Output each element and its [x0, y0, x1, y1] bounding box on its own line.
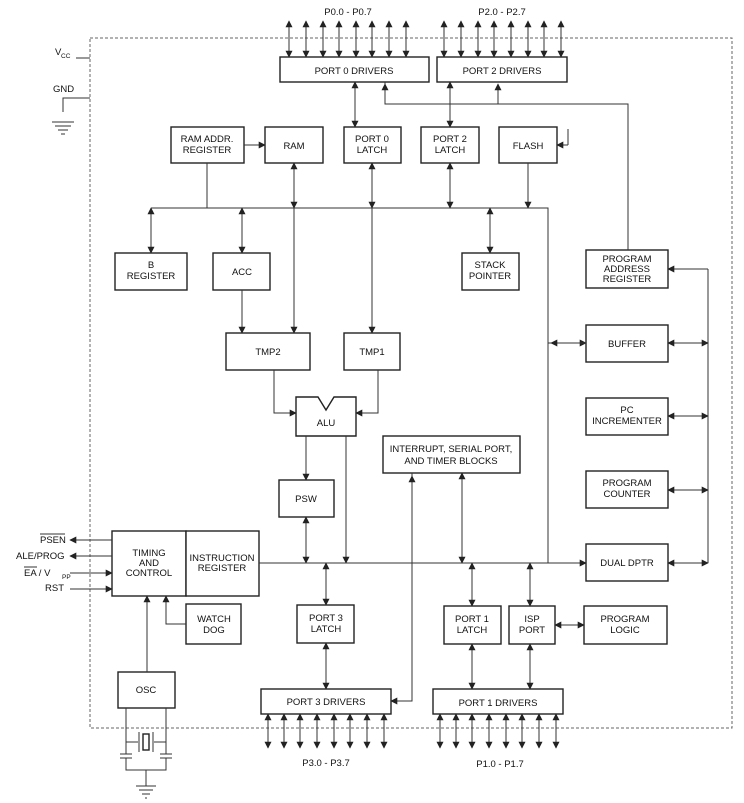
- svg-text:PC: PC: [620, 405, 633, 416]
- acc-block: ACC: [212, 252, 271, 291]
- svg-text:ISP: ISP: [524, 614, 539, 625]
- svg-text:PORT 1: PORT 1: [455, 614, 489, 625]
- svg-text:ADDRESS: ADDRESS: [604, 264, 650, 275]
- p2-pin-label: P2.0 - P2.7: [478, 7, 526, 18]
- svg-text:PORT 3: PORT 3: [309, 613, 343, 624]
- chip-boundary: [89, 37, 733, 729]
- stack-pointer-block: STACK POINTER: [461, 252, 520, 291]
- svg-text:OSC: OSC: [136, 685, 157, 696]
- svg-text:EA / V: EA / V: [24, 568, 51, 579]
- dual-dptr-block: DUAL DPTR: [585, 543, 669, 582]
- ale-prog-label: ALE/PROG: [16, 551, 65, 562]
- svg-text:V: V: [55, 47, 62, 58]
- svg-text:LATCH: LATCH: [311, 624, 342, 635]
- svg-text:PSW: PSW: [295, 494, 317, 505]
- program-counter-block: PROGRAM COUNTER: [585, 470, 669, 509]
- svg-text:AND: AND: [139, 558, 159, 569]
- port3-latch-block: PORT 3 LATCH: [296, 604, 355, 644]
- watchdog-block: WATCH DOG: [185, 603, 242, 645]
- connections: [52, 20, 709, 799]
- p0-pin-label: P0.0 - P0.7: [324, 7, 372, 18]
- svg-text:INTERRUPT, SERIAL PORT,: INTERRUPT, SERIAL PORT,: [390, 444, 512, 455]
- pc-incrementer-block: PC INCREMENTER: [585, 397, 669, 436]
- svg-text:TMP2: TMP2: [255, 347, 280, 358]
- svg-text:PORT: PORT: [519, 625, 545, 636]
- svg-text:PORT 2: PORT 2: [433, 134, 467, 145]
- svg-text:PROGRAM: PROGRAM: [602, 478, 651, 489]
- svg-text:LATCH: LATCH: [457, 625, 488, 636]
- svg-text:LOGIC: LOGIC: [610, 625, 640, 636]
- svg-text:REGISTER: REGISTER: [127, 271, 176, 282]
- svg-text:STACK: STACK: [475, 260, 507, 271]
- svg-text:FLASH: FLASH: [513, 141, 544, 152]
- alu-block: ALU: [295, 396, 357, 437]
- svg-text:AND TIMER BLOCKS: AND TIMER BLOCKS: [404, 456, 497, 467]
- b-register-block: B REGISTER: [114, 252, 188, 291]
- svg-text:BUFFER: BUFFER: [608, 339, 646, 350]
- svg-text:POINTER: POINTER: [469, 271, 511, 282]
- psw-block: PSW: [278, 479, 335, 518]
- svg-text:TIMING: TIMING: [132, 548, 165, 559]
- port2-latch-block: PORT 2 LATCH: [420, 126, 480, 164]
- svg-text:COUNTER: COUNTER: [604, 489, 651, 500]
- svg-text:PORT 0 DRIVERS: PORT 0 DRIVERS: [315, 66, 394, 77]
- svg-text:PORT 1 DRIVERS: PORT 1 DRIVERS: [459, 698, 538, 709]
- svg-text:INCREMENTER: INCREMENTER: [592, 416, 662, 427]
- svg-text:REGISTER: REGISTER: [603, 274, 652, 285]
- p3-pin-label: P3.0 - P3.7: [302, 758, 350, 769]
- svg-text:CC: CC: [61, 53, 71, 60]
- svg-text:DUAL DPTR: DUAL DPTR: [600, 558, 654, 569]
- port0-latch-block: PORT 0 LATCH: [343, 126, 402, 164]
- svg-text:ALU: ALU: [317, 418, 336, 429]
- port3-drivers-block: PORT 3 DRIVERS: [260, 688, 392, 715]
- svg-text:RAM ADDR.: RAM ADDR.: [181, 134, 234, 145]
- ram-block: RAM: [264, 126, 324, 164]
- svg-text:REGISTER: REGISTER: [198, 563, 247, 574]
- psen-label: PSEN: [40, 535, 66, 546]
- svg-text:PROGRAM: PROGRAM: [602, 254, 651, 265]
- svg-text:PROGRAM: PROGRAM: [600, 614, 649, 625]
- isp-port-block: ISP PORT: [508, 605, 556, 645]
- svg-text:PORT 2 DRIVERS: PORT 2 DRIVERS: [463, 66, 542, 77]
- rst-label: RST: [45, 583, 64, 594]
- vcc-label: V CC: [55, 47, 71, 60]
- port1-latch-block: PORT 1 LATCH: [443, 605, 502, 645]
- svg-text:PORT 0: PORT 0: [355, 134, 389, 145]
- svg-text:LATCH: LATCH: [435, 145, 466, 156]
- timing-control-block: TIMING AND CONTROL: [111, 530, 187, 597]
- gnd-label: GND: [53, 84, 74, 95]
- program-logic-block: PROGRAM LOGIC: [583, 605, 668, 645]
- svg-text:PORT 3 DRIVERS: PORT 3 DRIVERS: [287, 697, 366, 708]
- port1-drivers-block: PORT 1 DRIVERS: [432, 688, 564, 715]
- tmp2-block: TMP2: [225, 332, 311, 371]
- svg-text:WATCH: WATCH: [197, 614, 231, 625]
- ram-addr-register-block: RAM ADDR. REGISTER: [170, 126, 245, 164]
- buffer-block: BUFFER: [585, 324, 669, 363]
- svg-text:DOG: DOG: [203, 625, 225, 636]
- instruction-register-block: INSTRUCTION REGISTER: [185, 530, 260, 597]
- p1-pin-label: P1.0 - P1.7: [476, 759, 524, 770]
- tmp1-block: TMP1: [343, 332, 401, 371]
- ea-vpp-label: EA / V PP: [24, 568, 71, 581]
- program-address-register-block: PROGRAM ADDRESS REGISTER: [585, 249, 669, 289]
- osc-block: OSC: [117, 671, 176, 709]
- svg-text:ACC: ACC: [232, 267, 252, 278]
- svg-text:REGISTER: REGISTER: [183, 145, 232, 156]
- svg-text:INSTRUCTION: INSTRUCTION: [190, 553, 255, 564]
- svg-text:PP: PP: [62, 574, 71, 581]
- port0-drivers-block: PORT 0 DRIVERS: [279, 56, 430, 83]
- interrupt-serial-timer-block: INTERRUPT, SERIAL PORT, AND TIMER BLOCKS: [382, 435, 521, 474]
- svg-text:LATCH: LATCH: [357, 145, 388, 156]
- svg-text:TMP1: TMP1: [359, 347, 384, 358]
- svg-text:RAM: RAM: [283, 141, 304, 152]
- svg-text:B: B: [148, 260, 154, 271]
- svg-text:CONTROL: CONTROL: [126, 568, 172, 579]
- port2-drivers-block: PORT 2 DRIVERS: [436, 56, 568, 83]
- flash-block: FLASH: [498, 126, 558, 164]
